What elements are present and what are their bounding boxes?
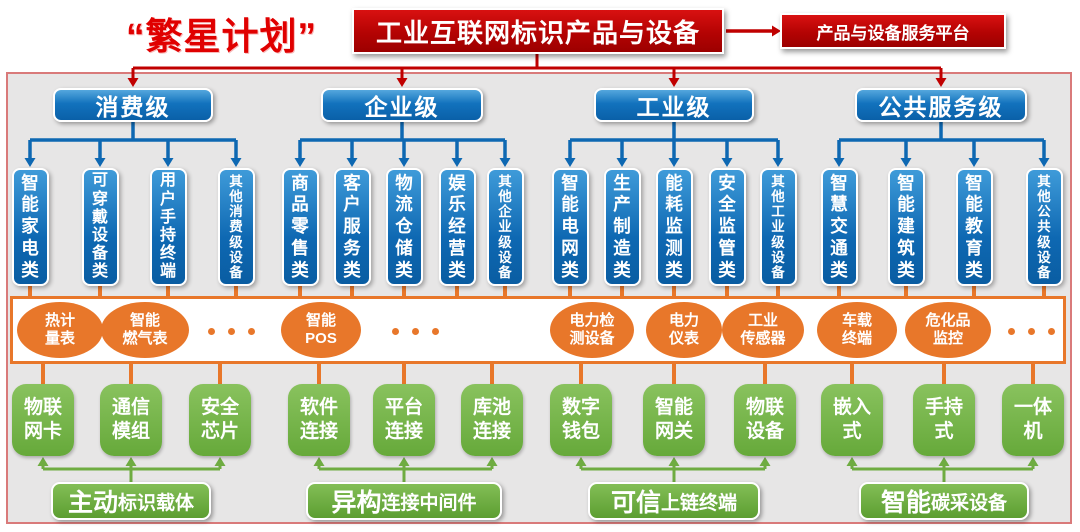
carrier-label-rest: 连接中间件 (381, 492, 477, 514)
ellipsis-dots (208, 328, 255, 335)
platform-box: 产品与设备服务平台 (780, 13, 1006, 49)
level-header-1: 消费级 (53, 88, 213, 122)
product-ellipse: 热计量表 (17, 302, 103, 358)
category-box: 物流仓储类 (385, 168, 423, 286)
category-box: 安全监管类 (708, 168, 746, 286)
carrier-label: 智能碳采设备 (859, 482, 1029, 520)
device-box: 库池连接 (461, 384, 523, 456)
carrier-label: 异构连接中间件 (306, 482, 502, 520)
device-box: 嵌入式 (821, 384, 883, 456)
carrier-label-strong: 主动 (67, 489, 118, 517)
device-box: 物联设备 (734, 384, 796, 456)
category-box: 可穿戴设备类 (81, 168, 119, 286)
category-box: 商品零售类 (281, 168, 319, 286)
carrier-label: 主动标识载体 (51, 482, 211, 520)
category-box: 其他公共级设备 (1025, 168, 1063, 286)
device-box: 平台连接 (373, 384, 435, 456)
device-box: 数字钱包 (550, 384, 612, 456)
device-box: 安全芯片 (189, 384, 251, 456)
carrier-label-strong: 异构 (331, 489, 382, 517)
category-box: 智能电网类 (551, 168, 589, 286)
carrier-label-strong: 可信 (610, 489, 661, 517)
device-box: 手持式 (913, 384, 975, 456)
device-box: 一体机 (1002, 384, 1064, 456)
category-box: 智慧交通类 (820, 168, 858, 286)
ellipsis-dots (392, 328, 439, 335)
carrier-label-strong: 智能 (880, 489, 931, 517)
carrier-label-rest: 碳采设备 (931, 492, 1008, 514)
category-box: 娱乐经营类 (438, 168, 476, 286)
category-box: 智能教育类 (955, 168, 993, 286)
category-box: 智能家电类 (11, 168, 49, 286)
device-box: 智能网关 (643, 384, 705, 456)
carrier-label: 可信上链终端 (588, 482, 760, 520)
level-header-3: 工业级 (594, 88, 754, 122)
main-title: 工业互联网标识产品与设备 (352, 8, 724, 54)
category-box: 能耗监测类 (655, 168, 693, 286)
category-box: 生产制造类 (603, 168, 641, 286)
category-box: 智能建筑类 (887, 168, 925, 286)
product-ellipse: 智能燃气表 (101, 302, 189, 358)
product-ellipse: 车载终端 (817, 302, 897, 358)
category-box: 用户手持终端 (149, 168, 187, 286)
device-box: 软件连接 (288, 384, 350, 456)
campaign-title: “繁星计划” (126, 16, 317, 57)
device-box: 通信模组 (100, 384, 162, 456)
category-box: 其他企业级设备 (486, 168, 524, 286)
product-ellipse: 危化品监控 (905, 302, 991, 358)
category-box: 其他消费级设备 (217, 168, 255, 286)
product-ellipse: 工业传感器 (722, 302, 804, 358)
device-box: 物联网卡 (12, 384, 74, 456)
level-header-4: 公共服务级 (855, 88, 1027, 122)
carrier-label-rest: 标识载体 (118, 492, 195, 514)
level-header-2: 企业级 (321, 88, 483, 122)
product-ellipse: 电力检测设备 (550, 302, 634, 358)
category-box: 客户服务类 (333, 168, 371, 286)
ellipsis-dots (1008, 328, 1055, 335)
category-box: 其他工业级设备 (759, 168, 797, 286)
product-ellipse: 电力仪表 (646, 302, 722, 358)
carrier-label-rest: 上链终端 (661, 492, 738, 514)
